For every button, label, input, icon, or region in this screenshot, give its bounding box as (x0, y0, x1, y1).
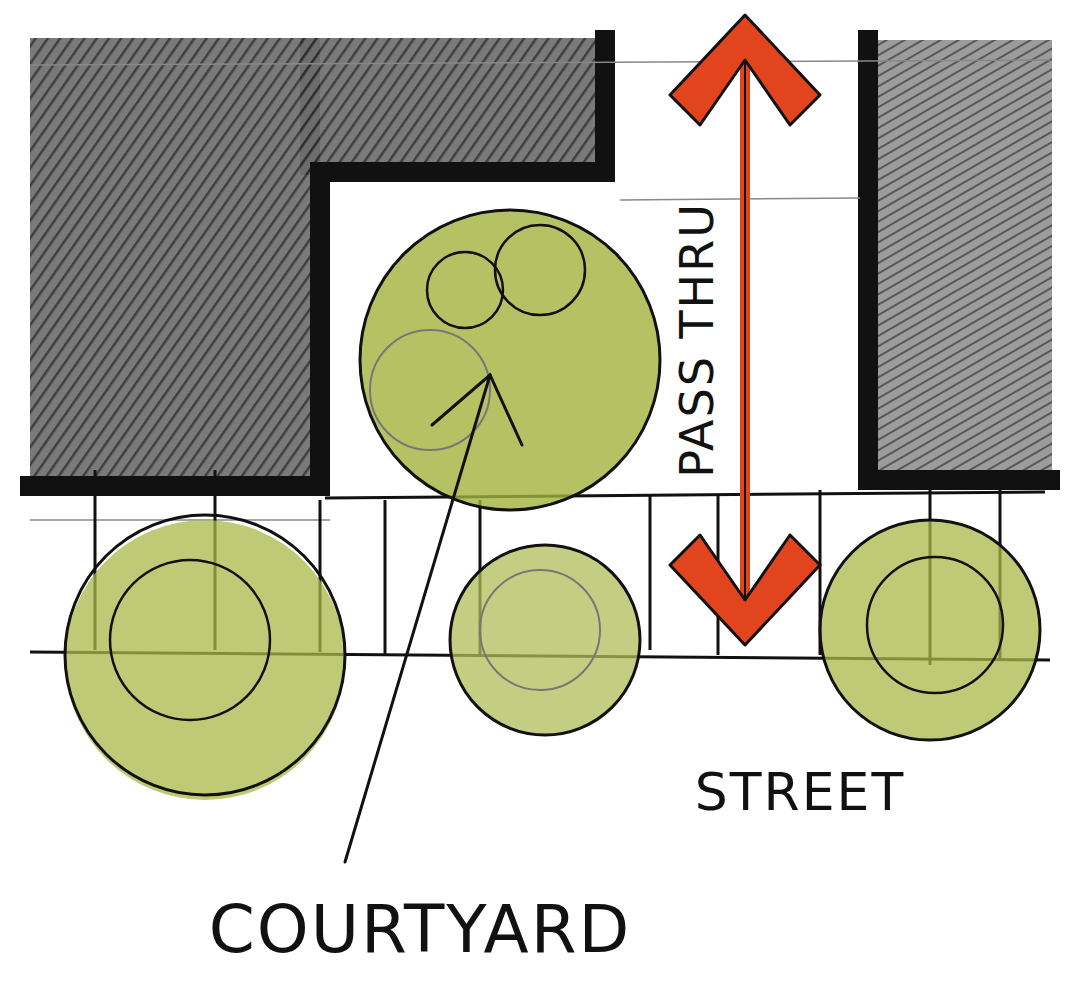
tree (65, 210, 1040, 800)
courtyard-label: COURTYARD (209, 897, 632, 963)
leader-line (345, 375, 522, 862)
street-label: STREET (695, 766, 905, 818)
pass-through-arrow (670, 15, 820, 645)
pass-through-label: PASS THRU (674, 202, 720, 478)
construction-line (30, 60, 1050, 520)
